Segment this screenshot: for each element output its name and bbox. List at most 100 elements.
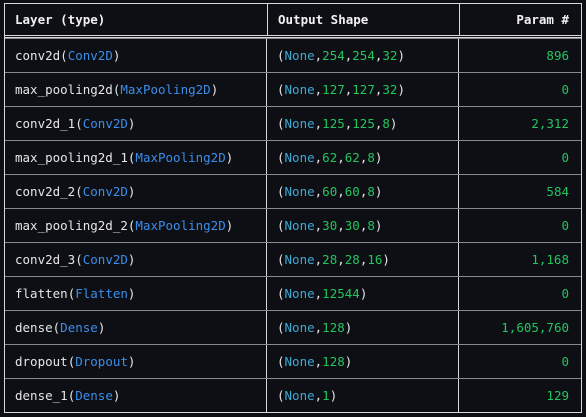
layer-type: MaxPooling2D	[135, 218, 226, 233]
table-row: dense (Dense)(None, 128) 1,605,760	[5, 310, 581, 344]
layer-type: Flatten	[75, 286, 128, 301]
shape-dim: 8	[367, 150, 375, 165]
param-count: 1,168	[531, 252, 569, 267]
table-row: conv2d_3 (Conv2D)(None, 28, 28, 16) 1,168	[5, 242, 581, 276]
output-shape-cell: (None, 30, 30, 8)	[267, 209, 459, 242]
batch-dim: None	[284, 116, 315, 131]
shape-dim: 60	[322, 184, 338, 199]
output-shape-cell: (None, 28, 28, 16)	[267, 243, 459, 276]
param-count: 896	[546, 48, 569, 63]
batch-dim: None	[284, 252, 315, 267]
shape-dim: 8	[382, 116, 390, 131]
shape-dim: 28	[322, 252, 338, 267]
layer-type: Dense	[75, 388, 113, 403]
shape-dim: 125	[322, 116, 345, 131]
layer-name: conv2d_2	[15, 184, 76, 199]
param-count: 129	[546, 388, 569, 403]
param-count: 0	[561, 354, 569, 369]
table-row: conv2d_1 (Conv2D)(None, 125, 125, 8) 2,31…	[5, 106, 581, 140]
layer-name: max_pooling2d	[15, 82, 113, 97]
param-count: 2,312	[531, 116, 569, 131]
layer-cell: flatten (Flatten)	[5, 277, 267, 310]
table-row: dense_1 (Dense)(None, 1) 129	[5, 378, 581, 412]
layer-cell: conv2d (Conv2D)	[5, 39, 267, 72]
param-count: 0	[561, 150, 569, 165]
table-body: conv2d (Conv2D)(None, 254, 254, 32) 896 ma…	[5, 38, 581, 412]
layer-cell: conv2d_2 (Conv2D)	[5, 175, 267, 208]
layer-cell: max_pooling2d_2 (MaxPooling2D)	[5, 209, 267, 242]
layer-type: Dense	[60, 320, 98, 335]
layer-type: Conv2D	[67, 48, 113, 63]
batch-dim: None	[284, 184, 315, 199]
output-shape-cell: (None, 60, 60, 8)	[267, 175, 459, 208]
param-count: 0	[561, 82, 569, 97]
shape-dim: 254	[322, 48, 345, 63]
batch-dim: None	[284, 48, 315, 63]
layer-cell: dense_1 (Dense)	[5, 379, 267, 412]
shape-dim: 254	[352, 48, 375, 63]
batch-dim: None	[284, 286, 315, 301]
shape-dim: 127	[352, 82, 375, 97]
header-output-shape: Output Shape	[267, 4, 459, 35]
batch-dim: None	[284, 354, 315, 369]
batch-dim: None	[284, 320, 315, 335]
output-shape-cell: (None, 125, 125, 8)	[267, 107, 459, 140]
shape-dim: 127	[322, 82, 345, 97]
shape-dim: 28	[344, 252, 360, 267]
layer-cell: conv2d_3 (Conv2D)	[5, 243, 267, 276]
param-count: 1,605,760	[501, 320, 569, 335]
table-row: max_pooling2d_2 (MaxPooling2D)(None, 30,…	[5, 208, 581, 242]
layer-name: max_pooling2d_2	[15, 218, 128, 233]
shape-dim: 62	[344, 150, 360, 165]
output-shape-cell: (None, 12544)	[267, 277, 459, 310]
layer-type: MaxPooling2D	[120, 82, 211, 97]
layer-cell: dense (Dense)	[5, 311, 267, 344]
table-row: max_pooling2d_1 (MaxPooling2D)(None, 62,…	[5, 140, 581, 174]
shape-dim: 1	[322, 388, 330, 403]
param-count: 584	[546, 184, 569, 199]
layer-name: max_pooling2d_1	[15, 150, 128, 165]
table-row: conv2d_2 (Conv2D)(None, 60, 60, 8) 584	[5, 174, 581, 208]
table-row: conv2d (Conv2D)(None, 254, 254, 32) 896	[5, 38, 581, 72]
shape-dim: 32	[382, 48, 398, 63]
shape-dim: 30	[344, 218, 360, 233]
layer-type: Conv2D	[82, 252, 128, 267]
layer-type: Dropout	[75, 354, 128, 369]
layer-name: conv2d_3	[15, 252, 76, 267]
output-shape-cell: (None, 128)	[267, 345, 459, 378]
layer-name: dropout	[15, 354, 68, 369]
table-row: dropout (Dropout)(None, 128) 0	[5, 344, 581, 378]
output-shape-cell: (None, 254, 254, 32)	[267, 39, 459, 72]
output-shape-cell: (None, 62, 62, 8)	[267, 141, 459, 174]
layer-type: Conv2D	[82, 116, 128, 131]
shape-dim: 16	[367, 252, 383, 267]
batch-dim: None	[284, 150, 315, 165]
header-layer-type: Layer (type)	[15, 12, 106, 27]
output-shape-cell: (None, 128)	[267, 311, 459, 344]
model-summary-table: Layer (type) Output Shape Param # conv2d…	[4, 3, 582, 413]
layer-type: Conv2D	[82, 184, 128, 199]
layer-name: flatten	[15, 286, 68, 301]
layer-name: conv2d_1	[15, 116, 76, 131]
shape-dim: 8	[367, 218, 375, 233]
layer-cell: max_pooling2d (MaxPooling2D)	[5, 73, 267, 106]
output-shape-cell: (None, 1)	[267, 379, 459, 412]
param-count: 0	[561, 286, 569, 301]
layer-type: MaxPooling2D	[135, 150, 226, 165]
shape-dim: 30	[322, 218, 338, 233]
layer-cell: conv2d_1 (Conv2D)	[5, 107, 267, 140]
shape-dim: 60	[344, 184, 360, 199]
header-param-count: Param #	[459, 4, 581, 35]
table-header: Layer (type) Output Shape Param #	[5, 4, 581, 38]
batch-dim: None	[284, 218, 315, 233]
layer-cell: max_pooling2d_1 (MaxPooling2D)	[5, 141, 267, 174]
layer-name: dense	[15, 320, 53, 335]
param-count: 0	[561, 218, 569, 233]
table-row: max_pooling2d (MaxPooling2D)(None, 127, …	[5, 72, 581, 106]
batch-dim: None	[284, 82, 315, 97]
shape-dim: 12544	[322, 286, 360, 301]
layer-name: dense_1	[15, 388, 68, 403]
layer-cell: dropout (Dropout)	[5, 345, 267, 378]
layer-name: conv2d	[15, 48, 61, 63]
shape-dim: 62	[322, 150, 338, 165]
